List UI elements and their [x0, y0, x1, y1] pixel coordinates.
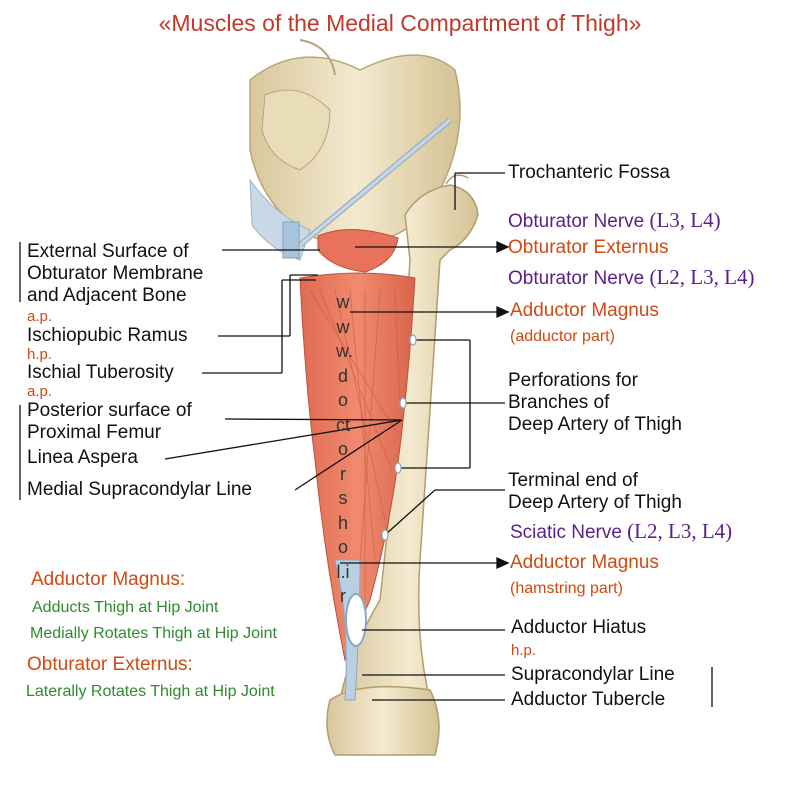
label-medial-supracondylar-line: Medial Supracondylar Line: [27, 479, 252, 500]
action-medially-rotates: Medially Rotates Thigh at Hip Joint: [30, 625, 277, 642]
nerve-name: Sciatic Nerve: [510, 522, 622, 543]
pelvis: [249, 39, 461, 261]
label-obturator-nerve-l2-l3-l4: Obturator Nerve (L2, L3, L4): [508, 266, 754, 290]
adductor-magnus-muscle: [299, 272, 416, 701]
label-ischiopubic-ramus: Ischiopubic Ramus: [27, 325, 188, 346]
label-sciatic-nerve: Sciatic Nerve (L2, L3, L4): [510, 520, 732, 544]
label-perforations-3: Deep Artery of Thigh: [508, 414, 682, 435]
arrows: [340, 240, 510, 570]
label-trochanteric-fossa: Trochanteric Fossa: [508, 162, 670, 183]
nerve-roots: (L3, L4): [644, 208, 721, 232]
label-adductor-tubercle: Adductor Tubercle: [511, 689, 666, 710]
nerve-name: Obturator Nerve: [508, 211, 645, 232]
label-external-surface-1: External Surface of: [27, 241, 189, 262]
label-posterior-surface-1: Posterior surface of: [27, 400, 192, 421]
watermark: www.doctorshol.ir: [336, 292, 354, 606]
label-supracondylar-line: Supracondylar Line: [511, 664, 675, 685]
label-terminal-2: Deep Artery of Thigh: [508, 492, 682, 513]
label-perforations-1: Perforations for: [508, 370, 638, 391]
action-heading-obturator-externus: Obturator Externus:: [27, 654, 193, 675]
label-posterior-surface-2: Proximal Femur: [27, 422, 162, 443]
action-heading-adductor-magnus: Adductor Magnus:: [31, 569, 186, 590]
label-hamstring-part: (hamstring part): [510, 580, 623, 597]
label-ischial-tuberosity: Ischial Tuberosity: [27, 362, 174, 383]
label-adductor-part: (adductor part): [510, 328, 615, 345]
obturator-externus-muscle: [317, 229, 399, 273]
label-hp-right: h.p.: [511, 642, 537, 659]
nerve-name: Obturator Nerve: [508, 268, 645, 289]
label-ap-2: a.p.: [27, 383, 53, 400]
action-adducts-thigh: Adducts Thigh at Hip Joint: [32, 599, 219, 616]
label-obturator-externus: Obturator Externus: [508, 237, 669, 258]
action-laterally-rotates: Laterally Rotates Thigh at Hip Joint: [26, 683, 275, 700]
label-obturator-nerve-l3-l4: Obturator Nerve (L3, L4): [508, 209, 721, 233]
label-perforations-2: Branches of: [508, 392, 610, 413]
label-ap-1: a.p.: [27, 308, 53, 325]
label-terminal-1: Terminal end of: [508, 470, 638, 491]
label-hp-left: h.p.: [27, 346, 53, 363]
nerve-roots: (L2, L3, L4): [621, 519, 733, 543]
page-title: «Muscles of the Medial Compartment of Th…: [158, 10, 642, 36]
label-external-surface-2: Obturator Membrane: [27, 263, 204, 284]
label-linea-aspera: Linea Aspera: [27, 447, 138, 468]
label-adductor-hiatus: Adductor Hiatus: [511, 617, 647, 638]
leader-lines: [19, 172, 713, 707]
label-external-surface-3: and Adjacent Bone: [27, 285, 187, 306]
label-adductor-magnus-hamstring: Adductor Magnus: [510, 552, 659, 573]
nerve-roots: (L2, L3, L4): [644, 265, 755, 289]
perforations: [381, 334, 417, 541]
label-adductor-magnus-adductor: Adductor Magnus: [510, 300, 659, 321]
